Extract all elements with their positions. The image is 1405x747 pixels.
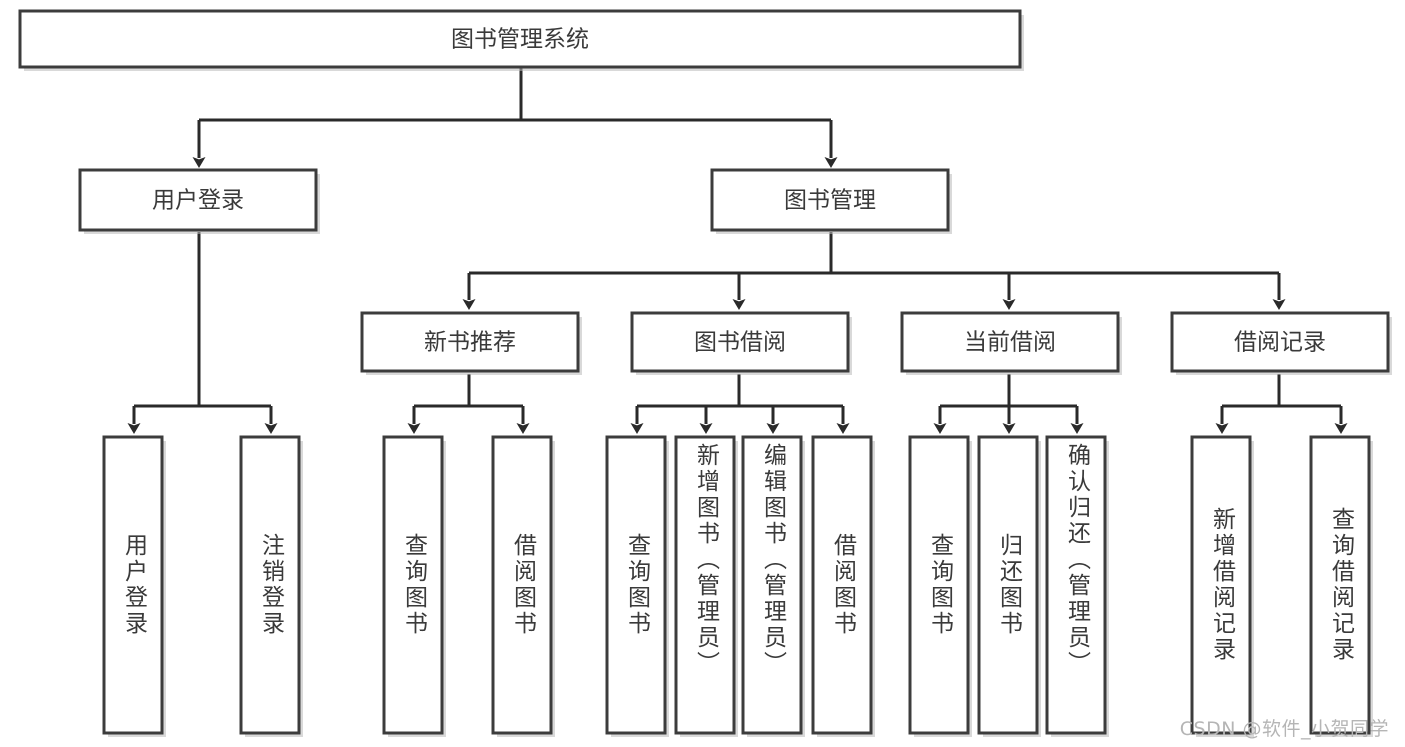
leaf-current-borrow-query[interactable] <box>908 435 972 737</box>
leaf-user-login-login[interactable] <box>102 435 166 737</box>
edge-group-root <box>192 68 838 168</box>
leaf-book-borrow-edit[interactable] <box>741 435 805 737</box>
leaf-new-book-query[interactable] <box>382 435 446 737</box>
edge-group-book-borrow <box>630 374 850 434</box>
edge-group-book-manage <box>462 232 1286 310</box>
node-borrow-record[interactable]: 借阅记录 <box>1170 311 1392 375</box>
leaf-book-borrow-add[interactable] <box>674 435 738 737</box>
node-user-login-label: 用户登录 <box>152 188 244 214</box>
node-root[interactable]: 图书管理系统 <box>18 9 1024 71</box>
leaf-user-login-logout[interactable] <box>239 435 303 737</box>
node-current-borrow-label: 当前借阅 <box>964 330 1056 356</box>
edge-group-user-login <box>127 232 278 434</box>
node-book-manage[interactable]: 图书管理 <box>710 168 952 234</box>
node-root-label: 图书管理系统 <box>451 27 589 53</box>
leaf-new-book-borrow[interactable] <box>491 435 555 737</box>
edge-group-current-borrow <box>933 374 1084 434</box>
node-user-login[interactable]: 用户登录 <box>78 168 320 234</box>
node-book-borrow[interactable]: 图书借阅 <box>630 311 852 375</box>
node-new-book-recommend[interactable]: 新书推荐 <box>360 311 582 375</box>
leaf-book-borrow-lend[interactable] <box>811 435 875 737</box>
leaf-borrow-record-query[interactable] <box>1309 435 1373 737</box>
leaf-current-borrow-return[interactable] <box>977 435 1041 737</box>
node-book-manage-label: 图书管理 <box>784 188 876 214</box>
node-book-borrow-label: 图书借阅 <box>694 330 786 356</box>
leaf-current-borrow-confirm[interactable] <box>1045 435 1109 737</box>
leaf-book-borrow-query[interactable] <box>605 435 669 737</box>
node-borrow-record-label: 借阅记录 <box>1234 330 1326 356</box>
edge-group-new-book <box>407 374 530 434</box>
edge-group-borrow-record <box>1215 374 1348 434</box>
watermark-text: CSDN @软件_小贺同学 <box>1179 718 1389 740</box>
leaf-borrow-record-add[interactable] <box>1190 435 1254 737</box>
node-current-borrow[interactable]: 当前借阅 <box>900 311 1122 375</box>
node-new-book-recommend-label: 新书推荐 <box>424 330 516 356</box>
